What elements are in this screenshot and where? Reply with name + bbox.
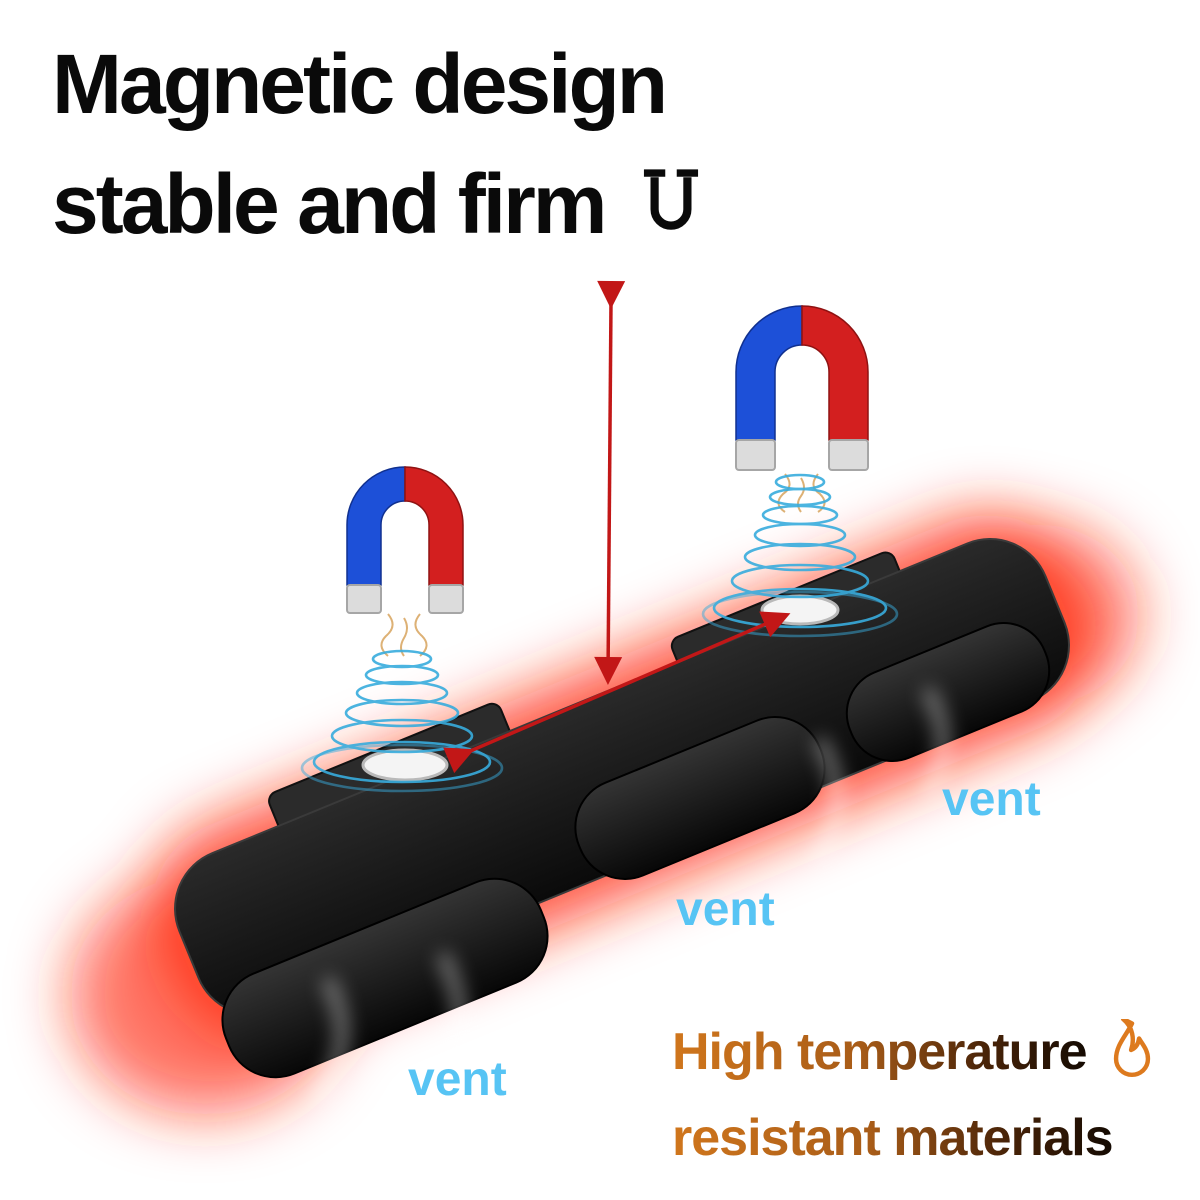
page-title-line1: Magnetic design — [52, 37, 668, 131]
airflow-wisps — [312, 687, 952, 1103]
page-title-line2-text: stable and firm — [52, 157, 607, 251]
vent-label-middle: vent — [676, 883, 775, 936]
diagonal-arrow — [443, 611, 791, 774]
magnet-mount-point-left — [361, 748, 449, 782]
vent-bump-right — [845, 622, 1051, 762]
horseshoe-magnet-right-icon — [735, 305, 869, 471]
vent-cover-product — [174, 538, 1070, 1079]
vertical-arrow — [594, 280, 626, 685]
horseshoe-magnet-outline-icon — [644, 168, 699, 230]
vent-bump-left — [221, 877, 549, 1079]
flame-icon — [1113, 1019, 1150, 1078]
vent-label-right: vent — [942, 773, 1041, 826]
feature-line2: resistant materials — [672, 1108, 1114, 1168]
horseshoe-magnet-left-icon — [346, 466, 464, 614]
distance-arrows — [443, 280, 791, 774]
magnetic-field-right — [701, 473, 899, 638]
vent-label-left: vent — [408, 1053, 507, 1106]
feature-line2-text: resistant materials — [672, 1109, 1114, 1167]
page-title-line2: stable and firm — [52, 156, 712, 253]
feature-line1-text: High temperature — [672, 1023, 1088, 1081]
magnetic-field-left — [300, 613, 504, 793]
feature-line1: High temperature — [672, 1019, 1159, 1082]
